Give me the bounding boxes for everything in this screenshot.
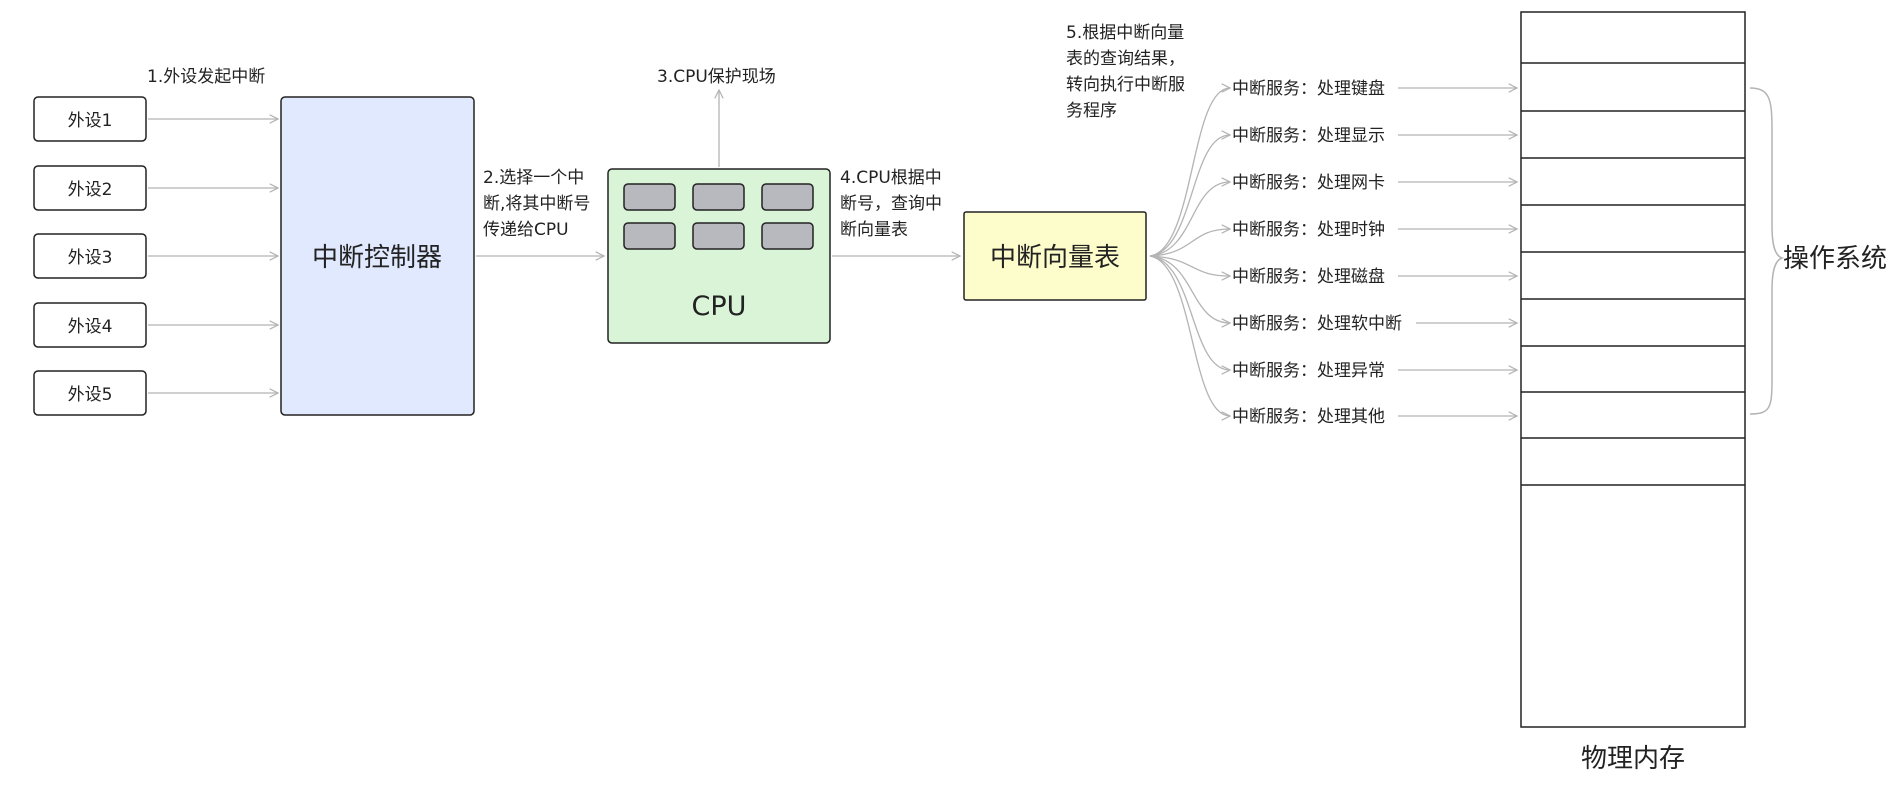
os-bracket [1749, 87, 1785, 415]
service-label: 中断服务：处理磁盘 [1232, 267, 1385, 287]
device-label: 外设3 [68, 248, 113, 268]
controller-label: 中断控制器 [312, 243, 442, 273]
service-label: 中断服务：处理软中断 [1232, 314, 1402, 334]
cpu-registers [623, 183, 814, 250]
service-label: 中断服务：处理其他 [1232, 407, 1385, 427]
service-label: 中断服务：处理时钟 [1232, 220, 1385, 240]
service-label: 中断服务：处理键盘 [1232, 79, 1385, 99]
device-box: 外设1 [33, 96, 147, 142]
device-label: 外设2 [68, 180, 113, 200]
service-label: 中断服务：处理异常 [1232, 361, 1385, 381]
devices-group: 外设1 外设2 外设3 外设4 外设5 [33, 96, 147, 416]
physical-memory: 物理内存 [1520, 11, 1746, 774]
vector-table: 中断向量表 [963, 211, 1147, 301]
service-label: 中断服务：处理显示 [1232, 126, 1385, 146]
step-3-label: 3.CPU保护现场 [657, 67, 776, 87]
cpu-label: CPU [692, 291, 747, 322]
service-list: 中断服务：处理键盘 中断服务：处理显示 中断服务：处理网卡 中断服务：处理时钟 … [1232, 79, 1402, 427]
device-label: 外设5 [68, 385, 113, 405]
step-5-label: 5.根据中断向量 表的查询结果， 转向执行中断服 务程序 [1066, 23, 1190, 121]
device-box: 外设2 [33, 165, 147, 211]
service-curves [1149, 88, 1230, 416]
step-2-label: 2.选择一个中 断,将其中断号 传递给CPU [483, 168, 596, 240]
vector-table-label: 中断向量表 [990, 243, 1120, 273]
device-label: 外设1 [68, 111, 113, 131]
os-label: 操作系统 [1783, 244, 1887, 274]
device-arrows [148, 119, 278, 393]
service-label: 中断服务：处理网卡 [1232, 173, 1385, 193]
cpu-box: CPU [607, 168, 831, 344]
interrupt-controller: 中断控制器 [280, 96, 475, 416]
device-box: 外设3 [33, 233, 147, 279]
service-arrows [1398, 88, 1517, 416]
step-1-label: 1.外设发起中断 [147, 67, 265, 87]
memory-label: 物理内存 [1581, 744, 1685, 774]
device-box: 外设5 [33, 370, 147, 416]
device-box: 外设4 [33, 302, 147, 348]
device-label: 外设4 [68, 317, 113, 337]
step-4-label: 4.CPU根据中 断号，查询中 断向量表 [840, 168, 947, 240]
